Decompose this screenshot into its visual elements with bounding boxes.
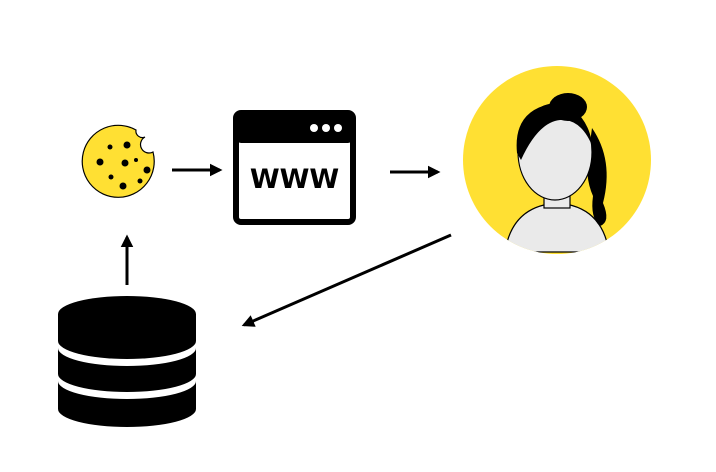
window-dot-icon	[322, 124, 330, 132]
database-icon	[58, 296, 196, 427]
browser-address-text: WWW	[250, 164, 339, 195]
arrow-user-to-database	[241, 233, 452, 327]
window-dot-icon	[334, 124, 342, 132]
browser-window-icon: WWW	[233, 110, 356, 225]
user-avatar-icon	[463, 66, 651, 254]
cookie-icon	[81, 124, 155, 198]
window-dot-icon	[310, 124, 318, 132]
